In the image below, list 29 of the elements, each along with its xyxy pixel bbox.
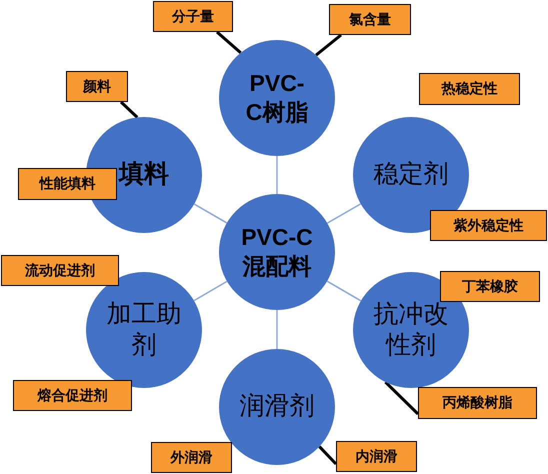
callout-box: 紫外稳定性 [430,210,547,241]
leader-line [315,34,342,56]
callout-box: 性能填料 [18,168,117,200]
callout-box: 流动促进剂 [1,255,119,286]
leader-line [216,30,242,54]
connector-line [194,280,228,302]
leader-line [318,446,338,466]
callout-box: 外润滑 [151,442,232,473]
circle-label: 填料 [119,159,169,190]
callout-box: 分子量 [153,1,233,32]
callout-box: 丁苯橡胶 [440,271,540,302]
connector-line [276,156,278,194]
leader-line [120,100,138,118]
callout-box: 熔合促进剂 [13,380,132,411]
circle-label: PVC-C混配料 [240,223,314,281]
circle-label: PVC-C树脂 [244,69,310,127]
circle-label: 稳定剂 [374,159,448,190]
connector-line [194,203,228,224]
callout-box: 丙烯酸树脂 [418,387,537,419]
leader-line [384,381,420,416]
connector-line [276,310,278,349]
callout-box: 颜料 [66,71,128,102]
connector-line [326,280,362,302]
callout-box: 内润滑 [336,441,417,472]
connector-line [326,203,362,224]
circle-label: 加工助剂 [106,298,182,361]
callout-box: 氯含量 [329,4,411,35]
callout-box: 热稳定性 [419,73,520,105]
circle-label: 润滑剂 [240,391,314,422]
